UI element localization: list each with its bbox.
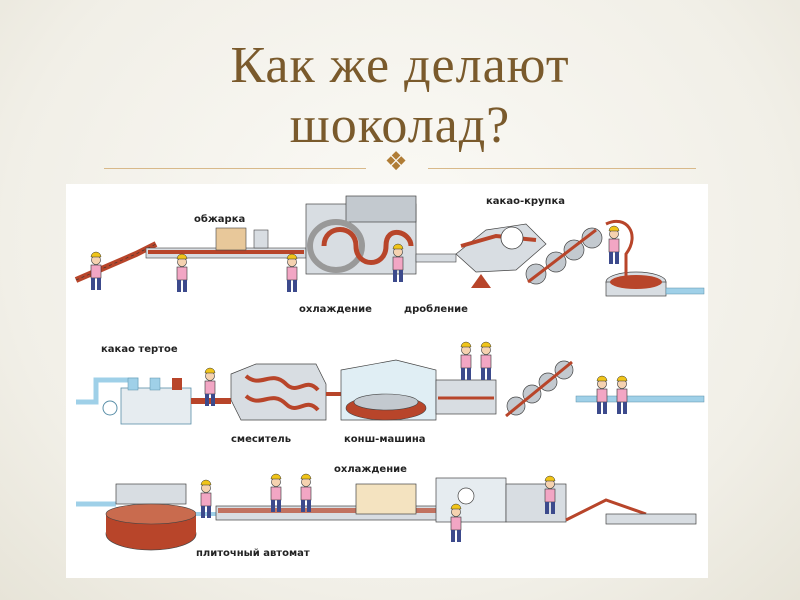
title-line-1: Как же делают [230, 37, 570, 94]
row-1-roasting-line [74, 195, 705, 297]
label-crushing: дробление [404, 304, 468, 315]
diagram-illustration [74, 195, 705, 551]
roller-mill-1 [525, 227, 603, 285]
title-rule-right [428, 168, 696, 169]
label-tablet-machine: плиточный автомат [196, 548, 310, 559]
row-2-mixing-line [76, 341, 705, 425]
label-cooling-2: охлаждение [334, 464, 407, 475]
label-cocoa-nibs: какао-крупка [486, 196, 565, 207]
slide-title: Как же делают шоколад? [0, 36, 800, 156]
square-ornament-icon: ❖ [384, 147, 408, 177]
row-3-molding-line [76, 473, 697, 551]
label-cooling-1: охлаждение [299, 304, 372, 315]
chocolate-production-diagram: обжарка какао-крупка охлаждение дроблени… [66, 184, 708, 578]
label-cocoa-liquor: какао тертое [101, 344, 178, 355]
label-mixer: смеситель [231, 434, 292, 445]
roller-mill-2 [505, 360, 574, 418]
label-roasting: обжарка [194, 214, 246, 225]
title-line-2: шоколад? [289, 97, 511, 154]
label-conche: конш-машина [344, 434, 426, 445]
title-rule-left [104, 168, 366, 169]
